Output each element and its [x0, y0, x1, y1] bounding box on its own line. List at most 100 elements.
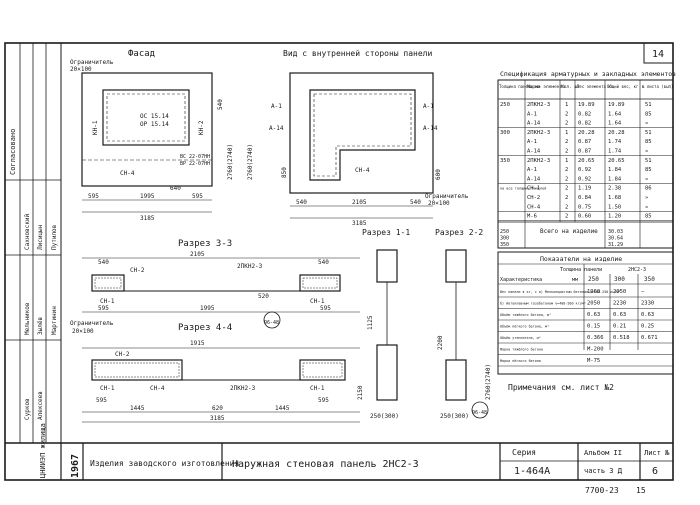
spec-cell: »: [645, 195, 648, 201]
s11-dim-1: 250(300): [370, 413, 399, 420]
sheet-no: 6: [652, 466, 658, 477]
s33-dim-4: 540: [98, 259, 109, 266]
spec-total-weight: 31.29: [608, 242, 623, 248]
facade-limiter: Ограничитель: [70, 59, 114, 66]
spec-cell: 1.84: [608, 167, 622, 173]
spec-cell: А-14: [527, 121, 541, 127]
spec-cell: 0.87: [578, 139, 591, 145]
spec-cell: 85: [645, 139, 652, 145]
inner-dim-5: 850: [281, 167, 288, 178]
spec-cell: 1.64: [608, 111, 622, 117]
org-logo: ЦНИИЭП жилища: [39, 423, 47, 478]
spec-cell: 1.20: [608, 214, 621, 220]
spec-cell: 0.75: [578, 204, 591, 210]
facade-kn2: КН-2: [198, 120, 205, 135]
stamp-name-8: Алексеев: [37, 391, 44, 420]
s44-right-block: [299, 359, 346, 381]
s33-dim-6: 520: [258, 293, 269, 300]
inner-a1-right: А-1: [423, 103, 434, 110]
s33-dim-2: 1995: [200, 305, 215, 312]
inner-dim-6: 600: [435, 169, 442, 180]
stamp-name-2: Лисицын: [37, 224, 44, 250]
indicator-value: 0.518: [613, 335, 630, 341]
s44-title: Разрез 4-4: [178, 323, 232, 333]
s44-dim-4: 1445: [275, 405, 290, 412]
s33-dim-3: 595: [320, 305, 331, 312]
inner-title: Вид с внутренней стороны панели: [283, 49, 432, 58]
indicator-value: 0.21: [613, 324, 626, 330]
s11-dim-3: 2150: [357, 385, 364, 400]
album-label: Альбом II: [584, 449, 622, 457]
series-value: 1-464А: [514, 466, 550, 477]
spec-table: Спецификация арматурных и закладных элем…: [497, 70, 676, 249]
ind-th-3: 350: [644, 276, 655, 283]
facade-op: ОР 15.14: [140, 121, 169, 128]
spec-cell: 19.89: [578, 102, 595, 108]
spec-total-thickness: 250: [500, 229, 509, 235]
spec-total-weight: 30.64: [608, 236, 623, 242]
spec-cell: 51: [645, 158, 652, 164]
spec-total-thickness: 350: [500, 242, 509, 248]
s44-dim-2: 1445: [130, 405, 145, 412]
s22-bottom-block: [445, 359, 467, 401]
s33-limiter-dim: 20×100: [72, 328, 94, 335]
s22-dim-1: 250(300): [440, 413, 469, 420]
spec-cell: 1.64: [608, 121, 622, 127]
s33-left-block: [91, 274, 125, 292]
facade-limiter-dim: 20×100: [70, 66, 92, 73]
stamp-name-3: Путилов: [51, 225, 58, 250]
s44-ns: 2ПКН2-3: [230, 385, 256, 392]
facade-dim-5: 2760(2740): [227, 144, 234, 180]
section-1-1: Разрез 1-1 250(300) 1125 2150: [357, 228, 410, 420]
s11-top-block: [376, 249, 398, 283]
s44-sn1-right: СН-1: [310, 385, 325, 392]
s44-dim-top: 1915: [190, 340, 205, 347]
ind-unit: мм: [572, 277, 578, 283]
inner-dim-2: 2105: [352, 199, 367, 206]
s44-dim-5: 595: [318, 397, 329, 404]
s44-sn2: СН-2: [115, 351, 130, 358]
s33-sn1-left: СН-1: [100, 298, 115, 305]
spec-cell: 2: [565, 121, 568, 127]
indicator-value: 2330: [641, 301, 654, 307]
s44-dim-3: 620: [212, 405, 223, 412]
s33-dim-1: 595: [98, 305, 109, 312]
spec-cell: 0.82: [578, 121, 591, 127]
spec-cell: 85: [645, 214, 652, 220]
indicator-label: Вес панели в кг, с а) Мелкопористым бето…: [500, 289, 620, 294]
spec-cell: »: [645, 176, 648, 182]
spec-cell: 1.74: [608, 149, 622, 155]
spec-h6: № листа (вып): [642, 84, 673, 89]
indicator-value: 0.63: [587, 312, 600, 318]
spec-cell: 2: [565, 167, 568, 173]
spec-cell: 0.84: [578, 195, 592, 201]
spec-cell: 350: [500, 158, 510, 164]
inner-sn4: СН-4: [355, 167, 370, 174]
spec-cell: 86: [645, 186, 652, 192]
node-callout-2: [471, 401, 489, 419]
inner-view: Вид с внутренней стороны панели СН-4 А-1…: [247, 49, 469, 227]
facade-dim-1: 595: [88, 193, 99, 200]
spec-h3: Кол. шт: [561, 84, 580, 90]
ind-char: Характеристика: [500, 277, 542, 283]
s44-dim-1: 595: [96, 397, 107, 404]
s44-dim-6: 3185: [210, 415, 225, 422]
spec-cell: СН-2: [527, 195, 540, 201]
spec-h1: Толщина панели мм: [499, 84, 541, 89]
inner-a14-right: А-14: [423, 125, 438, 132]
s33-sn1-right: СН-1: [310, 298, 325, 305]
indicator-value: 0.671: [641, 335, 658, 341]
spec-h5: Общий вес, кг: [607, 84, 638, 89]
facade-dim-7: 640: [170, 185, 181, 192]
spec-cell: 85: [645, 167, 652, 173]
spec-cell: 2: [565, 176, 568, 182]
stamp-name-5: Зылёв: [37, 317, 44, 335]
spec-totals-label: Всего на изделие: [540, 228, 598, 235]
s11-title: Разрез 1-1: [362, 228, 410, 237]
spec-cell: А-1: [527, 139, 537, 145]
spec-cell: 51: [645, 102, 652, 108]
spec-cell: 2: [565, 195, 568, 201]
stamp-name-1: Сахновский: [24, 213, 31, 250]
spec-cell: на все толщины панелей: [500, 187, 546, 191]
inner-dim-4: 3185: [352, 220, 367, 227]
